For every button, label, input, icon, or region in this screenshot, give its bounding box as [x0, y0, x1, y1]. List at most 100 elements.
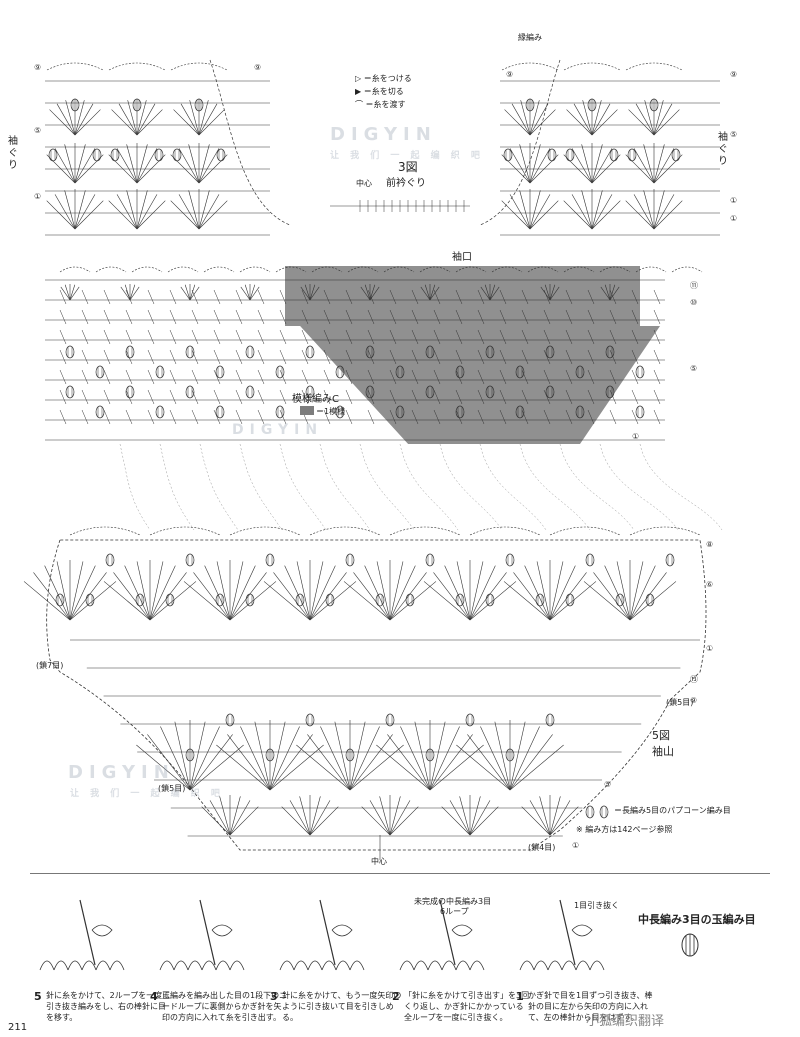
stitch-line [136, 144, 148, 184]
stitch-line [583, 581, 631, 621]
stitch-line [349, 726, 380, 791]
watermark-logo: DIGYIN [232, 422, 324, 438]
row-mark: ⑨ [690, 696, 698, 705]
stitch-line [629, 572, 667, 621]
stitch-line [544, 284, 551, 301]
stitch-line [257, 309, 265, 325]
popcorn-stitch [545, 385, 555, 399]
stitch-line [124, 565, 151, 621]
stitch-line [429, 284, 436, 301]
popcorn-stitch [635, 405, 645, 419]
stitch-line [424, 284, 431, 301]
stitch-line [653, 389, 661, 405]
stitch-line [604, 565, 631, 621]
stitch-line [499, 389, 507, 405]
guide-line [439, 443, 503, 531]
stitch-line [653, 309, 661, 325]
stitch-line [509, 726, 540, 791]
row-mark: ① [730, 196, 738, 205]
chain-arc [563, 266, 595, 273]
legend-symbol: ▷ [355, 74, 362, 83]
instruction-step: 3 針に糸をかけて、もう一度矢印のように引き抜いて目を引きしめる。 [270, 890, 410, 1022]
stitch-line [279, 349, 287, 365]
stitch-line [565, 389, 573, 405]
stitch-line [653, 109, 680, 136]
chain-arc [671, 266, 703, 273]
popcorn-stitch [194, 98, 204, 112]
instruction-step: 未完成の中長編み3目 6ループ 2 「針に糸をかけて引き出す」を3回くり返し、か… [392, 890, 532, 1022]
popcorn-stitch [455, 365, 465, 379]
popcorn-stitch [627, 148, 637, 162]
popcorn-stitch [405, 593, 415, 607]
stitch-line [81, 329, 89, 345]
stitch-line [323, 289, 331, 305]
stitch-line [129, 286, 140, 301]
row-mark: ⑤ [34, 126, 42, 135]
stitch-line [609, 284, 616, 301]
stitch-line [235, 289, 243, 305]
knit-loop [95, 960, 111, 971]
stitch-line [625, 154, 655, 184]
pattern-title: 模様編みC [292, 394, 339, 405]
legend-text: ＝糸を渡す [365, 100, 406, 109]
stitch-line [563, 154, 593, 184]
stitch-line [213, 409, 221, 425]
stitch-line [198, 148, 220, 184]
chain-arc [347, 266, 379, 273]
figure3-legend-item: ▶ ＝糸を切る [355, 85, 412, 98]
knit-loop [187, 960, 203, 971]
popcorn-stitch [305, 713, 315, 727]
stitch-line [521, 409, 529, 425]
stitch-line [345, 389, 353, 405]
stitch-line [229, 581, 277, 621]
row-mark: ① [706, 644, 714, 653]
stitch-line [593, 572, 631, 621]
stitch-line [469, 806, 499, 836]
stitch-line [467, 734, 511, 791]
stitch-line [429, 286, 440, 301]
guide-line [639, 443, 723, 531]
stitch-line [389, 561, 404, 621]
stitch-line [609, 286, 620, 301]
stitch-line [269, 744, 324, 791]
knit-loop [547, 960, 563, 971]
stitch-line [240, 286, 251, 301]
stitch-line [136, 194, 158, 230]
stitch-line [81, 309, 89, 325]
stitch-line [529, 148, 551, 184]
stitch-line [108, 200, 138, 230]
stitch-line [124, 284, 131, 301]
stitch-line [499, 409, 507, 425]
popcorn-stitch [215, 365, 225, 379]
popcorn-stitch [649, 98, 659, 112]
stitch-line [309, 286, 320, 301]
stitch-line [349, 734, 393, 791]
stitch-line [257, 329, 265, 345]
popcorn-stitch [132, 98, 142, 112]
knit-loop [469, 960, 485, 971]
stitch-line [565, 329, 573, 345]
stitch-line [609, 329, 617, 345]
popcorn-stitch [605, 385, 615, 399]
stitch-line [529, 190, 541, 230]
knit-loop [399, 960, 415, 971]
stitch-line [170, 200, 200, 230]
step-text: 針に糸をかけて、もう一度矢印のように引き抜いて目を引きしめる。 [282, 991, 402, 1022]
popcorn-stitch [375, 593, 385, 607]
stitch-line [591, 200, 621, 230]
stitch-line [59, 389, 67, 405]
knit-loop [589, 960, 605, 971]
stitch-line [433, 329, 441, 345]
knit-loop [215, 960, 231, 971]
yarn-loop [91, 924, 113, 937]
yarn-loop [331, 924, 353, 937]
chain-arc [599, 266, 631, 273]
stitch-line [54, 148, 76, 184]
stitch-line [301, 329, 309, 345]
stitch-line [125, 329, 133, 345]
stitch-line [587, 309, 595, 325]
stitch-line [49, 109, 76, 136]
knit-loop [201, 960, 217, 971]
knit-loop [159, 960, 175, 971]
stitch-line [304, 284, 311, 301]
